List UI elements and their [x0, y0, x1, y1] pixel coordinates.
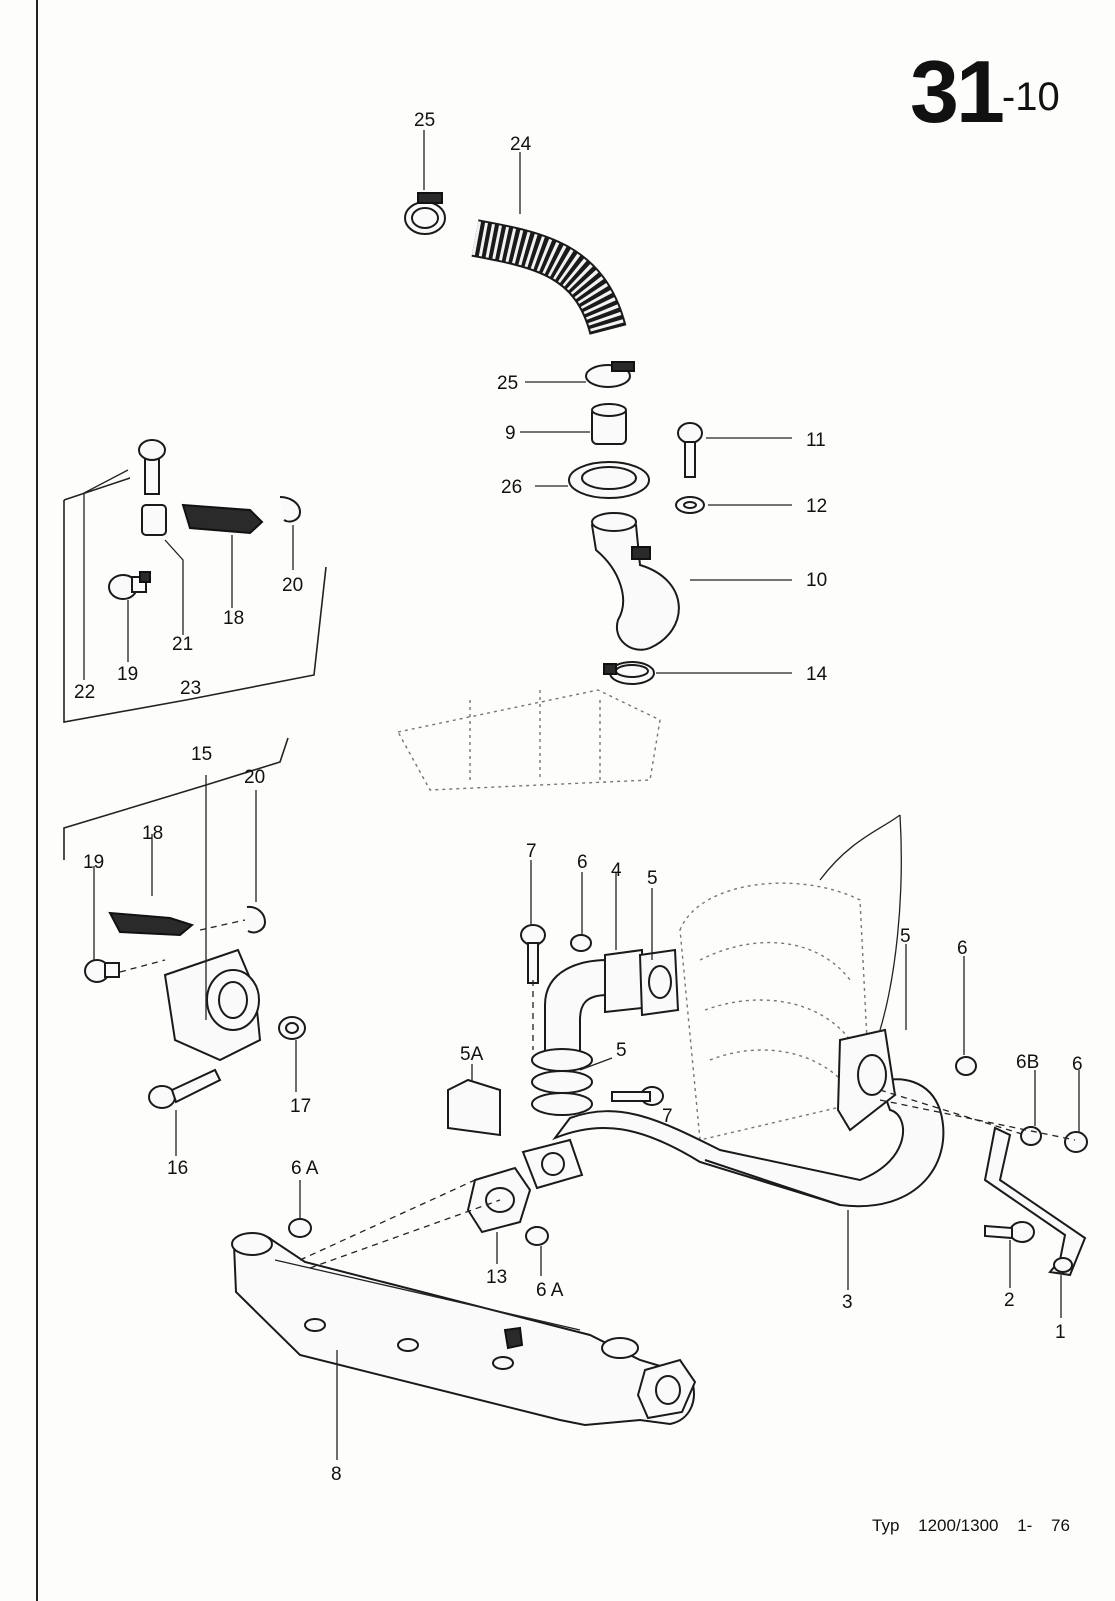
hose-clamp-middle: [585, 361, 635, 388]
callout-7-top: 7: [526, 841, 537, 862]
callout-19-upper: 19: [117, 664, 138, 685]
hose-clamp-lower: [603, 661, 655, 685]
exhaust-elbow-assembly: [447, 924, 680, 1137]
ghost-engine-block: [679, 814, 902, 1141]
control-lever-kit-upper: [108, 439, 302, 600]
exhaust-flange-right: [836, 1028, 1088, 1153]
gasket-ring: [568, 461, 650, 499]
page-number: 31-10: [910, 48, 1060, 136]
callout-1: 1: [1055, 1322, 1066, 1343]
bracket-kit-15: [63, 737, 289, 860]
page-margin-rule: [36, 0, 38, 1601]
callout-5-middle: 5: [616, 1040, 627, 1061]
callout-5-top: 5: [647, 868, 658, 889]
ghost-heat-exchanger-top: [396, 689, 661, 791]
callout-5-right: 5: [900, 926, 911, 947]
callout-26: 26: [501, 477, 522, 498]
callout-leaders: [83, 130, 1080, 1460]
callout-6A-center: 6 A: [536, 1280, 564, 1301]
connector-sleeve: [591, 403, 627, 445]
callout-3: 3: [842, 1292, 853, 1313]
callout-11: 11: [806, 430, 826, 451]
control-flap-assembly: [84, 905, 306, 1109]
assembly-centerlines: [119, 919, 1076, 1269]
corrugated-hose: [471, 219, 627, 336]
callout-18-upper: 18: [223, 608, 244, 629]
callout-6-right: 6: [957, 938, 968, 959]
callout-15: 15: [191, 744, 212, 765]
callout-13: 13: [486, 1267, 507, 1288]
callout-16: 16: [167, 1158, 188, 1179]
callout-20-upper: 20: [282, 575, 303, 596]
hose-clamp-upper: [404, 192, 446, 235]
callout-23: 23: [180, 678, 201, 699]
page-number-sub: -10: [1001, 75, 1060, 119]
callout-18-lower: 18: [142, 823, 163, 844]
callout-2: 2: [1004, 1290, 1015, 1311]
footer-date: 1- 76: [1017, 1516, 1070, 1535]
exhaust-pipe: [552, 1078, 945, 1208]
callout-9: 9: [505, 423, 516, 444]
callout-17: 17: [290, 1096, 311, 1117]
callout-10: 10: [806, 570, 827, 591]
callout-8: 8: [331, 1464, 342, 1485]
callout-numbers: 25 24 25 9 26 11 12 10 14 22 19 21 18 20…: [74, 110, 1083, 1485]
callout-25-top: 25: [414, 110, 435, 131]
callout-19-lower: 19: [83, 852, 104, 873]
bolt-lower-right: [984, 1221, 1035, 1243]
bracket-kit-23-top: [63, 477, 131, 501]
flange-gasket-13: [288, 1138, 584, 1246]
callout-22: 22: [74, 682, 95, 703]
callout-24: 24: [510, 134, 532, 155]
footer-type-label: Typ 1200/1300: [872, 1516, 999, 1535]
callout-6-far-right: 6: [1072, 1054, 1083, 1075]
callout-6B: 6B: [1016, 1052, 1039, 1073]
callout-21: 21: [172, 634, 193, 655]
callout-4: 4: [611, 860, 622, 881]
callout-6A-left: 6 A: [291, 1158, 319, 1179]
callout-14: 14: [806, 664, 828, 685]
page-number-main: 31: [910, 42, 1005, 141]
callout-7-middle: 7: [662, 1106, 673, 1127]
callout-20-lower: 20: [244, 767, 265, 788]
callout-5A: 5A: [460, 1044, 484, 1065]
heat-exchanger: [231, 1232, 697, 1427]
support-bracket: [983, 1126, 1087, 1277]
washer-top: [675, 496, 705, 514]
callout-25-middle: 25: [497, 373, 518, 394]
callout-6-top: 6: [577, 852, 588, 873]
footer-type-line: Typ 1200/1300 1- 76: [872, 1516, 1070, 1536]
bracket-kit-23: [63, 500, 327, 723]
screw-top: [677, 422, 703, 478]
elbow-pipe: [590, 512, 680, 651]
callout-12: 12: [806, 496, 827, 517]
